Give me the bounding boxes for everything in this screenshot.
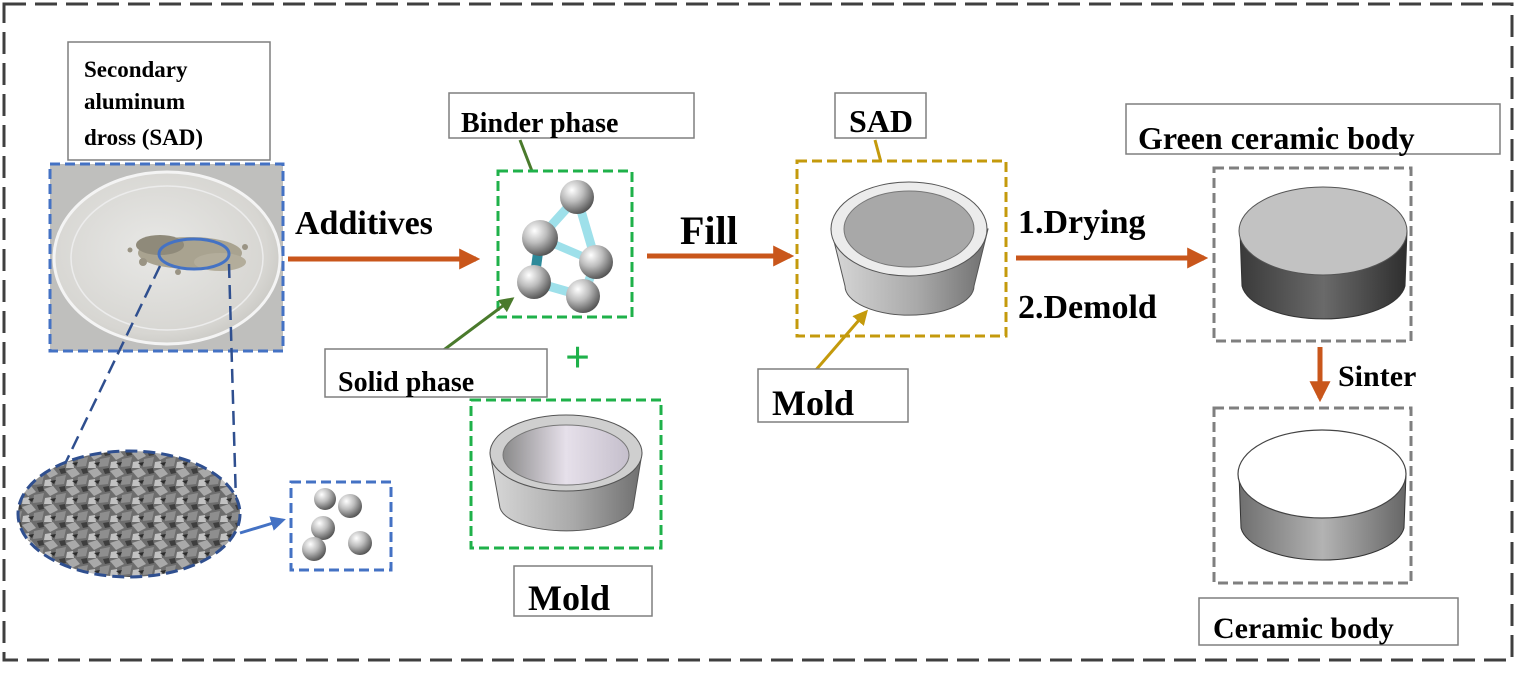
green-body-label-box: Green ceramic body [1125,103,1501,156]
drying-label: 1.Drying [1018,204,1146,241]
svg-text:Solid phase: Solid phase [338,367,474,398]
molecule-box [496,169,634,319]
particles-box [289,480,393,572]
additives-label: Additives [295,205,433,242]
particle-icon [302,537,326,561]
sad-photo [48,162,285,353]
filled-mold-box [795,159,1008,338]
green-body-cylinder-icon [1238,186,1408,320]
svg-text:Mold: Mold [772,383,854,423]
mold-ring-box [469,398,663,550]
svg-text:SAD: SAD [849,103,913,139]
ceramic-body-box [1212,406,1413,585]
plus-sign: + [565,333,590,382]
binder-phase-label-box: Binder phase [448,92,695,139]
particle-icon [348,531,372,555]
molecule-icon [517,180,613,313]
fill-label: Fill [680,208,738,253]
particle-icon [338,494,362,518]
sem-to-particles-arrow [239,516,286,535]
mold-center-label-box: Mold [757,368,909,423]
sad-title-line1: Secondary [84,57,188,82]
svg-text:Binder phase: Binder phase [461,108,618,139]
mold-ring-icon [489,414,643,532]
svg-text:Mold: Mold [528,578,610,618]
mold-center-pointer [813,309,868,372]
solid-pointer [440,297,515,354]
sad-title-line3: dross (SAD) [84,125,203,150]
svg-text:Green ceramic body: Green ceramic body [1138,120,1415,156]
green-body-box [1212,166,1413,343]
particle-icon [311,516,335,540]
demold-label: 2.Demold [1018,289,1157,326]
outer-frame [2,2,1514,662]
sinter-label: Sinter [1338,360,1416,393]
sad-title-line2: aluminum [84,89,185,114]
particle-icon [314,488,336,510]
sad-label-box: SAD [834,92,927,139]
ceramic-body-label-box: Ceramic body [1198,597,1459,646]
sad-title-box: Secondary aluminum dross (SAD) [67,41,271,161]
filled-mold-icon [830,181,989,316]
svg-text:Ceramic body: Ceramic body [1213,612,1394,645]
sem-micrograph [16,449,242,579]
solid-phase-label-box: Solid phase [324,348,548,398]
zoom-line-right [227,263,238,503]
zoom-line-left [62,265,162,467]
mold-left-label-box: Mold [513,565,653,618]
ceramic-body-cylinder-icon [1237,429,1407,561]
magnify-ring [157,237,231,271]
